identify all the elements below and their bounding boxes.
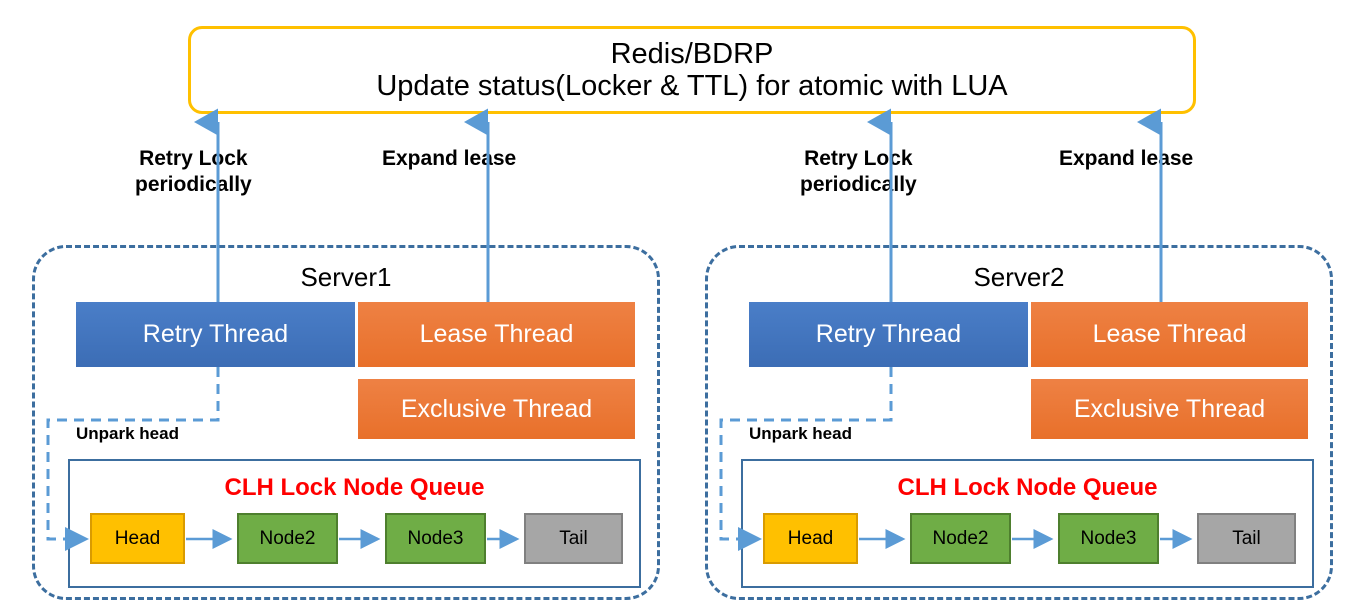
exclusive-thread-label: Exclusive Thread [1073, 394, 1266, 423]
node-label: Node2 [259, 527, 316, 549]
retry-lock-label-server2: Retry Lock periodically [800, 147, 917, 196]
server-title-1: Server1 [300, 262, 392, 292]
clh-queue-title-server1: CLH Lock Node Queue [224, 474, 485, 501]
queue-node-2-server1[interactable]: Node2 [237, 513, 338, 564]
queue-node-2-server2[interactable]: Node2 [910, 513, 1011, 564]
lease-thread-label: Lease Thread [1092, 320, 1247, 348]
queue-node-3-server1[interactable]: Node3 [385, 513, 486, 564]
queue-node-head-server1[interactable]: Head [90, 513, 185, 564]
node-label: Node2 [932, 527, 989, 549]
node-label: Tail [559, 527, 588, 549]
lease-thread-box-server1[interactable]: Lease Thread [358, 302, 635, 367]
node-label: Head [787, 527, 834, 549]
node-label: Node3 [407, 527, 464, 549]
exclusive-thread-box-server1[interactable]: Exclusive Thread [358, 379, 635, 439]
retry-thread-label: Retry Thread [142, 320, 289, 348]
redis-title-line-2: Update status(Locker & TTL) for atomic w… [376, 70, 1008, 102]
node-label: Head [114, 527, 161, 549]
node-label: Tail [1232, 527, 1261, 549]
lease-thread-box-server2[interactable]: Lease Thread [1031, 302, 1308, 367]
queue-node-tail-server1[interactable]: Tail [524, 513, 623, 564]
retry-thread-box-server2[interactable]: Retry Thread [749, 302, 1028, 367]
redis-title-line-1: Redis/BDRP [610, 37, 774, 70]
unpark-head-label-server1: Unpark head [76, 424, 179, 443]
clh-queue-title-server2: CLH Lock Node Queue [897, 474, 1158, 501]
queue-node-head-server2[interactable]: Head [763, 513, 858, 564]
lease-thread-label: Lease Thread [419, 320, 574, 348]
retry-thread-label: Retry Thread [815, 320, 962, 348]
retry-lock-label-server1: Retry Lock periodically [135, 147, 252, 196]
unpark-head-label-server2: Unpark head [749, 424, 852, 443]
server-panel-2: Server2 [705, 245, 1333, 600]
queue-node-tail-server2[interactable]: Tail [1197, 513, 1296, 564]
expand-lease-label-server2: Expand lease [1059, 147, 1194, 170]
queue-node-3-server2[interactable]: Node3 [1058, 513, 1159, 564]
exclusive-thread-label: Exclusive Thread [400, 394, 593, 423]
node-label: Node3 [1080, 527, 1137, 549]
redis-bdrp-box: Redis/BDRP Update status(Locker & TTL) f… [188, 26, 1196, 114]
server-title-2: Server2 [973, 262, 1065, 292]
expand-lease-label-server1: Expand lease [382, 147, 517, 170]
exclusive-thread-box-server2[interactable]: Exclusive Thread [1031, 379, 1308, 439]
retry-thread-box-server1[interactable]: Retry Thread [76, 302, 355, 367]
server-panel-1: Server1 [32, 245, 660, 600]
